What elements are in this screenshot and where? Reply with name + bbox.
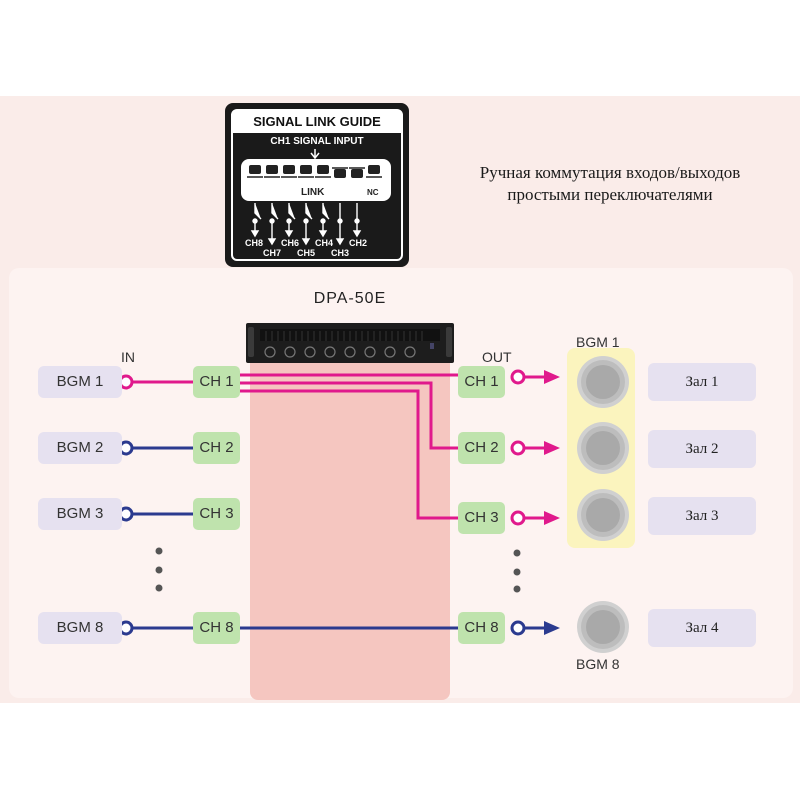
ellipsis-icon — [155, 547, 163, 592]
source-bgm-2: BGM 2 — [38, 432, 122, 464]
ellipsis-icon — [513, 549, 521, 593]
output-channel-2: CH 2 — [458, 432, 505, 464]
rack-handle — [446, 327, 452, 357]
guide-ch-top: CH6 — [281, 238, 299, 248]
output-jack-icon — [510, 440, 526, 456]
arrow-right-icon — [544, 370, 560, 384]
input-arrow-icon — [310, 149, 320, 160]
speaker-icon — [577, 422, 629, 474]
speaker-icons — [577, 356, 629, 653]
out-label: OUT — [482, 349, 512, 365]
guide-ch-top: CH4 — [315, 238, 333, 248]
dip-switches — [247, 165, 382, 178]
output-channel-8: CH 8 — [458, 612, 505, 644]
caption-line-1: Ручная коммутация входов/выходов — [479, 163, 741, 182]
link-arrows — [250, 203, 362, 246]
guide-frame: SIGNAL LINK GUIDE CH1 SIGNAL INPUT LINK … — [231, 109, 403, 261]
arrow-right-icon — [544, 511, 560, 525]
arrow-right-icon — [544, 441, 560, 455]
input-channel-8: CH 8 — [193, 612, 240, 644]
guide-title: SIGNAL LINK GUIDE — [233, 111, 401, 133]
amplifier-front-panel — [248, 327, 452, 358]
guide-switch-diagram: LINK NC CH8 CH6 CH4 CH2 CH7 CH5 CH3 — [241, 149, 391, 258]
guide-ch-top: CH2 — [349, 238, 367, 248]
nc-label: NC — [367, 188, 379, 197]
link-ch1-ch2 — [240, 381, 458, 450]
output-jack-icon — [510, 369, 526, 385]
link-ch1-ch3 — [240, 389, 458, 520]
speaker-group-label: BGM 1 — [576, 334, 620, 350]
output-jack-icon — [510, 510, 526, 526]
caption-line-2: простыми переключателями — [507, 185, 713, 204]
guide-ch-bottom: CH3 — [331, 248, 349, 258]
input-channel-3: CH 3 — [193, 498, 240, 530]
speaker-icon — [577, 356, 629, 408]
room-4: Зал 4 — [648, 609, 756, 647]
rack-handle — [248, 327, 254, 357]
output-channel-1: CH 1 — [458, 366, 505, 398]
speaker-group-label: BGM 8 — [576, 656, 620, 672]
guide-ch-bottom: CH5 — [297, 248, 315, 258]
in-label: IN — [121, 349, 135, 365]
speaker-icon — [577, 601, 629, 653]
signal-link-guide: SIGNAL LINK GUIDE CH1 SIGNAL INPUT LINK … — [225, 103, 409, 267]
guide-subtitle: CH1 SIGNAL INPUT — [270, 136, 364, 147]
output-jack-icon — [510, 620, 526, 636]
speaker-icon — [577, 489, 629, 541]
source-bgm-8: BGM 8 — [38, 612, 122, 644]
room-1: Зал 1 — [648, 363, 756, 401]
power-indicator — [430, 343, 434, 349]
link-label: LINK — [301, 187, 325, 198]
room-3: Зал 3 — [648, 497, 756, 535]
source-bgm-3: BGM 3 — [38, 498, 122, 530]
arrow-right-icon — [544, 621, 560, 635]
device-model: DPA-50E — [313, 290, 387, 307]
source-bgm-1: BGM 1 — [38, 366, 122, 398]
caption: Ручная коммутация входов/выходов простым… — [440, 162, 780, 206]
input-channel-2: CH 2 — [193, 432, 240, 464]
output-channel-3: CH 3 — [458, 502, 505, 534]
input-channel-1: CH 1 — [193, 366, 240, 398]
volume-knobs — [264, 346, 416, 358]
guide-ch-top: CH8 — [245, 238, 263, 248]
room-2: Зал 2 — [648, 430, 756, 468]
amplifier-device — [246, 323, 454, 363]
guide-ch-bottom: CH7 — [263, 248, 281, 258]
